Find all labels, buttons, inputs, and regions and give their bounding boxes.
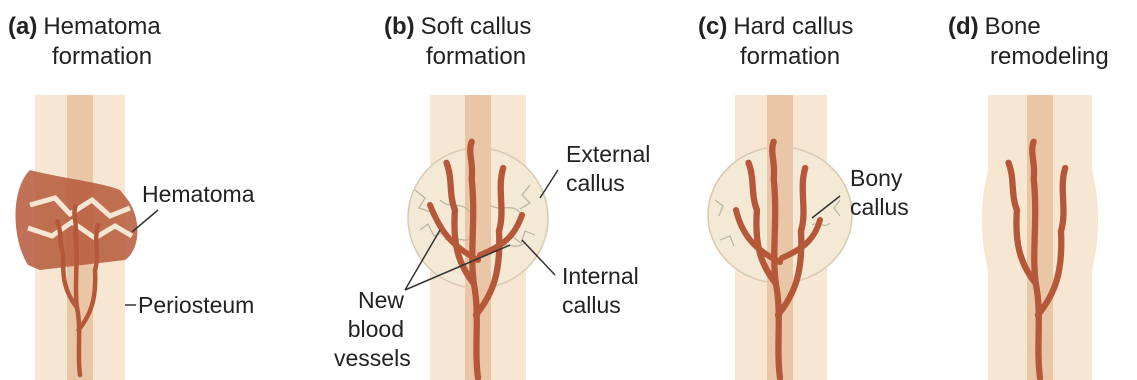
- panel-a-title-line1: Hematoma: [43, 13, 160, 40]
- label-internal-callus-line2: callus: [562, 291, 639, 320]
- label-internal-callus: Internal callus: [562, 262, 639, 320]
- label-external-callus-line2: callus: [566, 169, 650, 198]
- panel-c-title-line2: formation: [698, 42, 853, 72]
- label-hematoma: Hematoma: [142, 180, 254, 209]
- panel-b-title-line1: Soft callus: [421, 13, 532, 40]
- label-external-callus: External callus: [566, 140, 650, 198]
- panel-b-title: (b)Soft callus formation: [384, 12, 531, 72]
- label-new-blood-vessels: New blood vessels: [334, 286, 404, 373]
- panel-d-artwork: [982, 95, 1098, 380]
- label-periosteum: Periosteum: [138, 291, 254, 320]
- panel-d-title: (d)Bone remodeling: [948, 12, 1109, 72]
- label-periosteum-text: Periosteum: [138, 292, 254, 318]
- label-hematoma-text: Hematoma: [142, 181, 254, 207]
- label-new-blood-vessels-line2: blood: [334, 315, 404, 344]
- panel-c-title: (c)Hard callus formation: [698, 12, 853, 72]
- panel-b-title-line2: formation: [384, 42, 531, 72]
- label-bony-callus-line1: Bony: [850, 164, 909, 193]
- label-bony-callus: Bony callus: [850, 164, 909, 222]
- label-new-blood-vessels-line1: New: [334, 286, 404, 315]
- label-external-callus-line1: External: [566, 140, 650, 169]
- panel-a-title: (a)Hematoma formation: [8, 12, 161, 72]
- label-internal-callus-line1: Internal: [562, 262, 639, 291]
- label-new-blood-vessels-line3: vessels: [334, 344, 404, 373]
- panel-d-title-line1: Bone: [985, 13, 1041, 40]
- panel-c-title-line1: Hard callus: [733, 13, 853, 40]
- label-bony-callus-line2: callus: [850, 193, 909, 222]
- panel-a-title-line2: formation: [8, 42, 161, 72]
- panel-b-artwork: [405, 95, 558, 380]
- panel-b-letter: (b): [384, 13, 415, 40]
- panel-a-artwork: [16, 95, 159, 380]
- panel-d-letter: (d): [948, 13, 979, 40]
- panel-a-letter: (a): [8, 13, 37, 40]
- panel-d-title-line2: remodeling: [948, 42, 1109, 72]
- panel-c-artwork: [708, 95, 852, 380]
- panel-c-letter: (c): [698, 13, 727, 40]
